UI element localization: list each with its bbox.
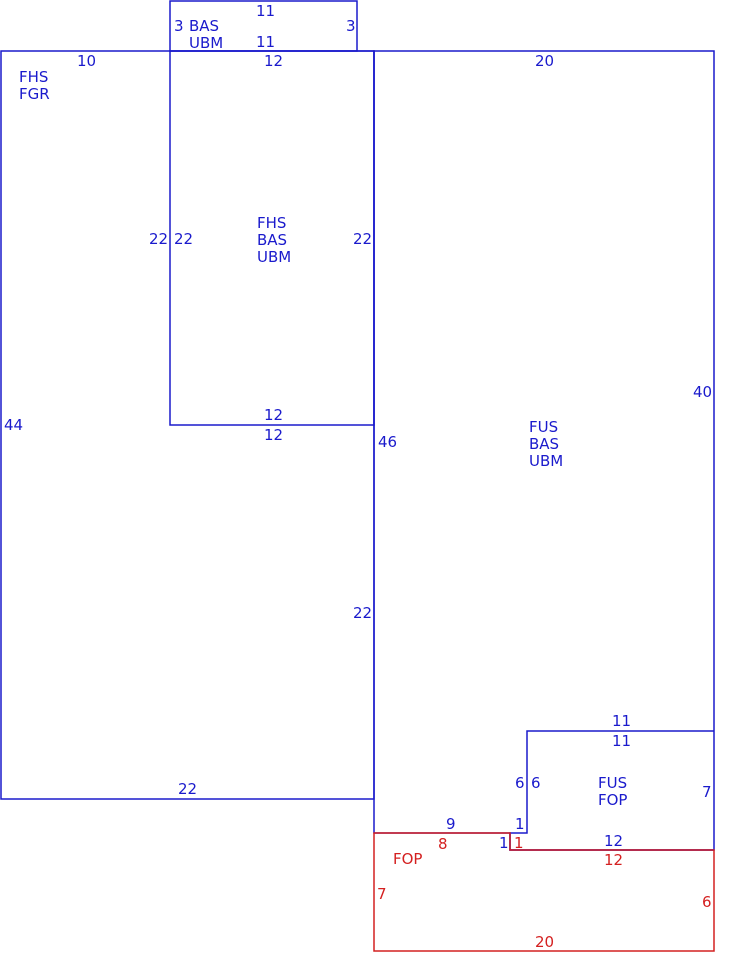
dim-right-left: 46 — [378, 433, 397, 451]
dim-center-left: 22 — [174, 230, 193, 248]
dim-center-right: 22 — [353, 230, 372, 248]
dim-step-b: 1 — [499, 834, 509, 852]
dim-center-top: 12 — [264, 52, 283, 70]
dim-garage-bottom: 22 — [178, 780, 197, 798]
dim-step-a: 1 — [515, 815, 525, 833]
dim-porch-top: 8 — [438, 835, 448, 853]
area-label-garage-1: FHS — [19, 68, 48, 86]
dim-porch-top-right: 12 — [604, 851, 623, 869]
area-label-right-1: FUS — [529, 418, 558, 436]
dim-garage-top: 10 — [77, 52, 96, 70]
area-label-center-1: FHS — [257, 214, 286, 232]
dim-porch-bottom: 20 — [535, 933, 554, 951]
area-label-center-3: UBM — [257, 248, 291, 266]
dim-garage-left: 44 — [4, 416, 23, 434]
area-label-right-3: UBM — [529, 452, 563, 470]
area-label-top-small-1: BAS — [189, 17, 219, 35]
dim-porch-right: 6 — [702, 893, 712, 911]
area-label-center-2: BAS — [257, 231, 287, 249]
dim-porch-step: 1 — [514, 834, 524, 852]
dim-top-small-bottom: 11 — [256, 33, 275, 51]
dim-notch-top-b: 11 — [612, 732, 631, 750]
dim-center-bottom-b: 12 — [264, 426, 283, 444]
dim-notch-right: 7 — [702, 783, 712, 801]
dim-right-left-lower: 22 — [353, 604, 372, 622]
area-label-garage-2: FGR — [19, 85, 50, 103]
dim-garage-right: 22 — [149, 230, 168, 248]
dim-notch-bottom: 12 — [604, 832, 623, 850]
dim-top-small-left: 3 — [174, 17, 184, 35]
dim-notch-top-a: 11 — [612, 712, 631, 730]
area-label-porch-upper-1: FUS — [598, 774, 627, 792]
area-label-porch-upper-2: FOP — [598, 791, 627, 809]
dim-porch-left: 7 — [377, 885, 387, 903]
dim-top-small-top: 11 — [256, 2, 275, 20]
dim-right-top: 20 — [535, 52, 554, 70]
porch-lower-outline — [373, 832, 715, 952]
dim-notch-left-a: 6 — [515, 774, 525, 792]
dim-step-bottom: 9 — [446, 815, 456, 833]
dim-center-bottom-a: 12 — [264, 406, 283, 424]
area-label-top-small-2: UBM — [189, 34, 223, 52]
area-label-right-2: BAS — [529, 435, 559, 453]
dim-top-small-right: 3 — [346, 17, 356, 35]
dim-right-right: 40 — [693, 383, 712, 401]
dim-notch-left-b: 6 — [531, 774, 541, 792]
area-label-porch-lower-1: FOP — [393, 850, 422, 868]
